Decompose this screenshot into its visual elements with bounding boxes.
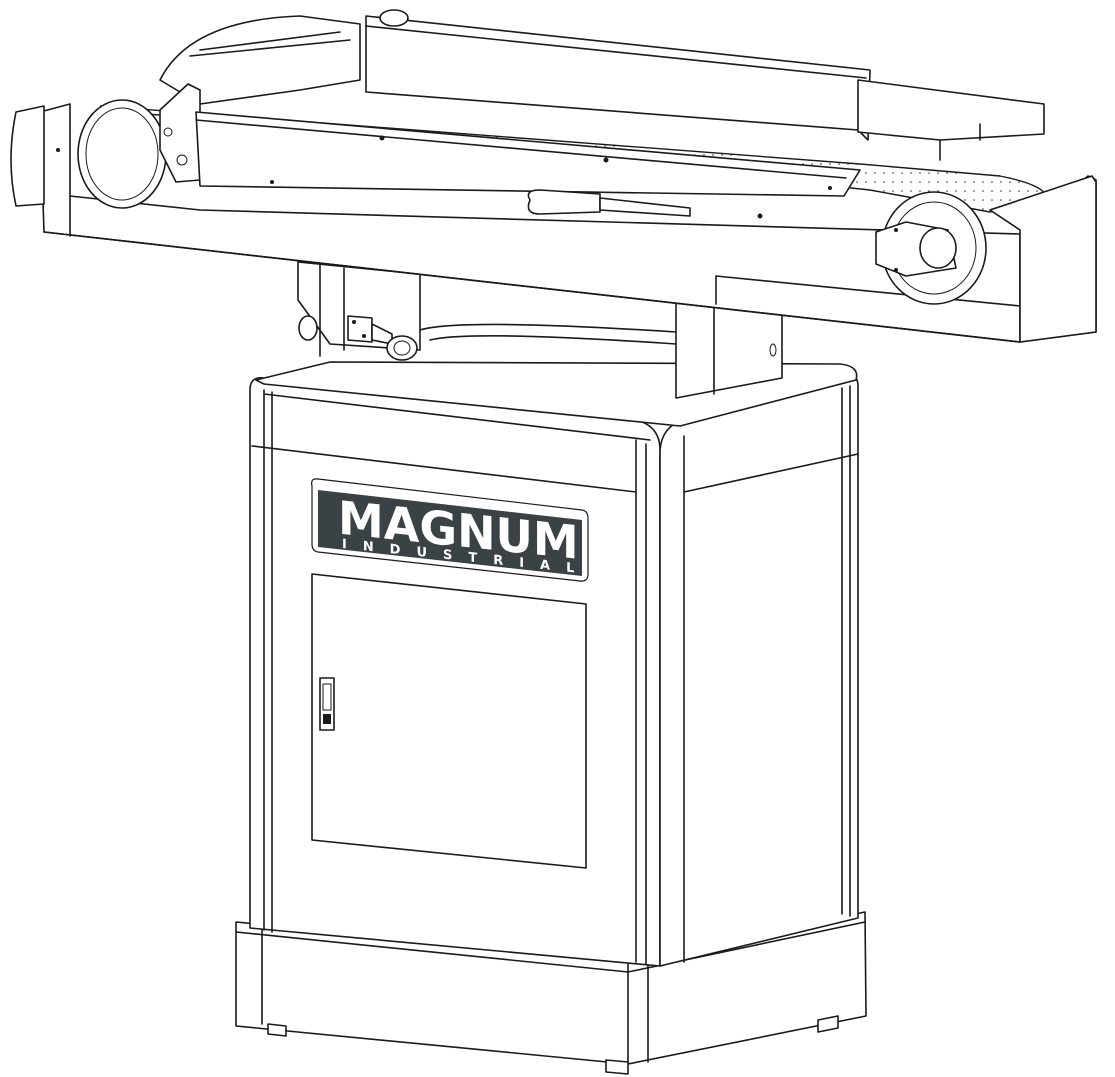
foot-left [267,1023,287,1037]
door-latch[interactable] [319,677,335,731]
right-drum [875,191,987,305]
cabinet-side-face [659,372,859,967]
foot-front [605,1059,629,1075]
belt-tension-handle[interactable] [527,189,691,217]
foot-right [817,1015,839,1033]
right-end-block [989,175,1097,343]
tilt-lock-knob[interactable] [347,315,418,361]
left-drum [10,99,167,209]
left-bracket [159,83,201,183]
platen [195,111,861,197]
cabinet-stand: MAGNUM INDUSTRIAL [235,361,867,1075]
rear-fence [365,15,871,141]
cabinet-door[interactable] [311,573,587,869]
motor-housing [159,15,361,105]
support-column [297,261,783,399]
brand-logo: MAGNUM INDUSTRIAL [311,478,590,582]
sander-frame [10,9,1097,343]
